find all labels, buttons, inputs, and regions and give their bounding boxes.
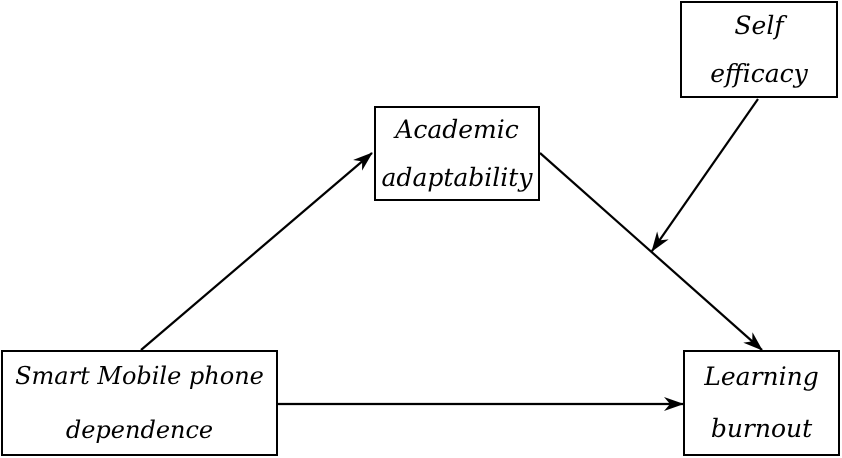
node-label-line: Learning [704, 362, 819, 391]
node-label-line: Self [734, 10, 784, 40]
node-label-line: Academic [395, 114, 519, 144]
arrow-smart-to-academic [140, 152, 373, 351]
node-self-efficacy: Self efficacy [680, 1, 838, 98]
node-label-line: efficacy [710, 58, 808, 88]
node-label-line: burnout [710, 414, 813, 443]
node-label-line: Smart Mobile phone [15, 362, 264, 390]
node-label-line: dependence [65, 416, 214, 444]
node-label-line: adaptability [381, 162, 533, 192]
arrow-self-efficacy-moderation [651, 98, 759, 252]
node-learning-burnout: Learning burnout [683, 350, 840, 456]
node-academic-adaptability: Academic adaptability [374, 106, 540, 201]
arrow-academic-to-learning [539, 152, 763, 351]
node-smart-mobile-phone-dependence: Smart Mobile phone dependence [1, 350, 278, 456]
